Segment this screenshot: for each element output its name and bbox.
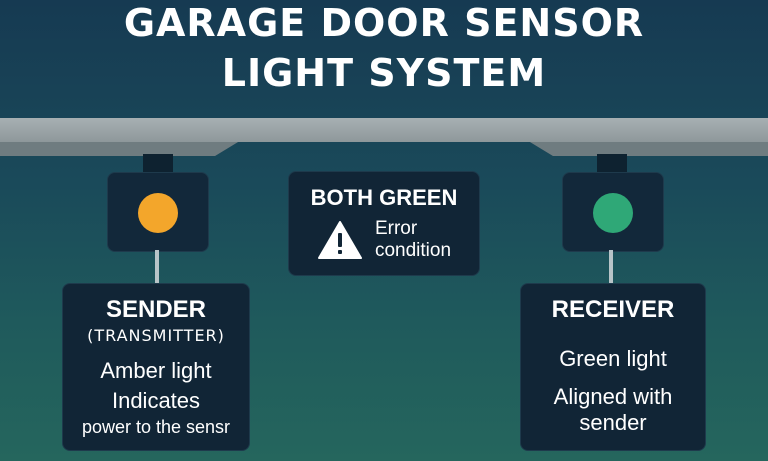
sender-wire bbox=[155, 250, 159, 284]
sender-light-label: Amber light bbox=[100, 358, 212, 383]
status-card: BOTH GREEN Error condition bbox=[288, 171, 480, 276]
title-line-1: GARAGE DOOR SENSOR bbox=[123, 1, 645, 45]
page-title: GARAGE DOOR SENSOR LIGHT SYSTEM bbox=[0, 0, 768, 98]
status-heading: BOTH GREEN bbox=[310, 185, 458, 210]
sender-sensor bbox=[107, 172, 209, 252]
sender-card: SENDER (TRANSMITTER) Amber light Indicat… bbox=[62, 283, 250, 451]
receiver-card: RECEIVER Green light Aligned with sender bbox=[520, 283, 706, 451]
door-rail-shadow bbox=[0, 142, 768, 156]
receiver-mount bbox=[597, 154, 627, 174]
receiver-light-label: Green light bbox=[559, 346, 667, 371]
receiver-wire bbox=[609, 250, 613, 284]
receiver-sensor bbox=[562, 172, 664, 252]
warning-icon bbox=[317, 221, 362, 259]
status-line-1: Error bbox=[374, 218, 418, 239]
amber-light-indicator bbox=[138, 193, 178, 233]
receiver-desc-line-1: Aligned with bbox=[553, 384, 673, 409]
sender-heading: SENDER bbox=[105, 296, 207, 323]
receiver-heading: RECEIVER bbox=[551, 296, 675, 323]
sender-subheading: (TRANSMITTER) bbox=[87, 326, 225, 345]
receiver-desc-line-2: sender bbox=[579, 410, 647, 435]
green-light-indicator bbox=[593, 193, 633, 233]
status-line-2: condition bbox=[374, 240, 452, 261]
sender-mount bbox=[143, 154, 173, 174]
door-rail bbox=[0, 118, 768, 142]
sender-desc-line-2: power to the sensr bbox=[81, 417, 231, 437]
sender-desc-line-1: Indicates bbox=[111, 388, 201, 413]
title-line-2: LIGHT SYSTEM bbox=[221, 51, 547, 95]
